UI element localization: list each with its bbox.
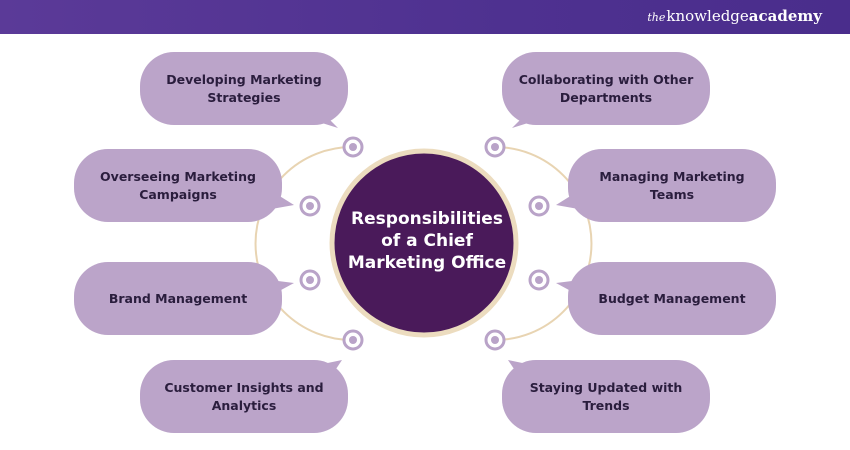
left-orbit-arc [254,146,353,341]
brand-logo: the knowledge academy [647,7,822,29]
label-developing: Developing Marketing Strategies [166,71,322,105]
node-managing [528,195,550,217]
bubble-budget [556,262,776,335]
right-orbit-arc [494,146,593,341]
node-customer [342,329,364,351]
bubble-collaborating [502,52,710,128]
center-circle [329,148,519,338]
bubble-staying [502,360,710,433]
label-brand: Brand Management [108,290,248,306]
bubble-developing [140,52,348,128]
bubble-managing [556,149,776,222]
label-managing: Managing Marketing Teams [599,168,745,202]
bubble-customer [140,360,348,433]
node-developing [342,136,364,158]
bubble-brand [74,262,294,335]
node-collaborating [484,136,506,158]
brand-academy: academy [748,7,822,25]
node-brand [299,269,321,291]
node-staying [484,329,506,351]
brand-the: the [647,11,666,24]
label-customer: Customer Insights and Analytics [164,379,324,413]
label-overseeing: Overseeing Marketing Campaigns [100,168,256,202]
label-budget: Budget Management [598,290,746,306]
header-bar: the knowledge academy [0,0,850,34]
bubble-overseeing [74,149,294,222]
center-title: Responsibilities of a Chief Marketing Of… [347,209,507,273]
label-collaborating: Collaborating with Other Departments [518,71,694,105]
brand-knowledge: knowledge [666,7,749,25]
label-staying: Staying Updated with Trends [529,379,683,413]
node-budget [528,269,550,291]
node-overseeing [299,195,321,217]
